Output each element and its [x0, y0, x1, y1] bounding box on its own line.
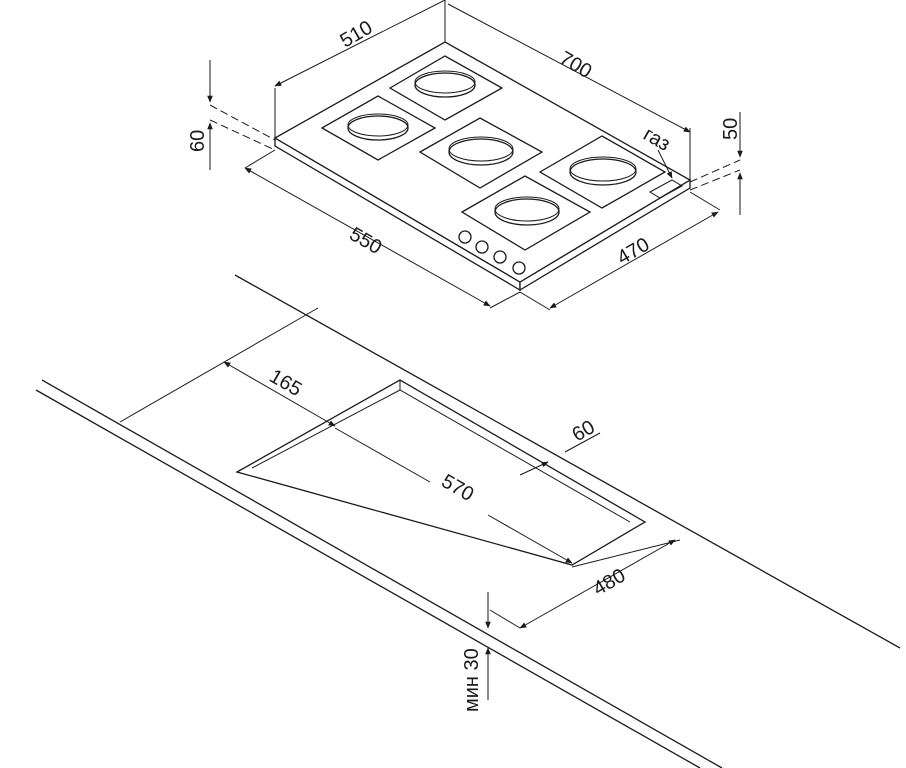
- hob-depth-label: 510: [337, 17, 377, 53]
- hob-bottom-depth-label: 470: [614, 234, 654, 270]
- cutout: [235, 379, 647, 566]
- hob-width-label: 700: [556, 47, 596, 83]
- cutout-depth-label: 480: [590, 565, 630, 601]
- cutout-width-label: 570: [438, 470, 478, 506]
- burner: [538, 135, 667, 209]
- control-panel: [648, 179, 684, 199]
- back-gap-label: 60: [569, 416, 599, 446]
- burner: [388, 55, 504, 121]
- hob-bottom-width-label: 550: [346, 223, 386, 259]
- cutout-inner: [251, 389, 631, 523]
- hob-dimensions: [207, 0, 743, 311]
- min-thickness-label: мин 30: [461, 648, 483, 712]
- hob-height-left-label: 60: [187, 130, 209, 152]
- hob-height-right-label: 50: [720, 118, 742, 140]
- offset-label: 165: [266, 365, 306, 401]
- gas-inlet-label: газ: [640, 123, 674, 156]
- burner: [320, 95, 437, 161]
- countertop-dimensions: [223, 361, 681, 700]
- countertop: [35, 274, 901, 768]
